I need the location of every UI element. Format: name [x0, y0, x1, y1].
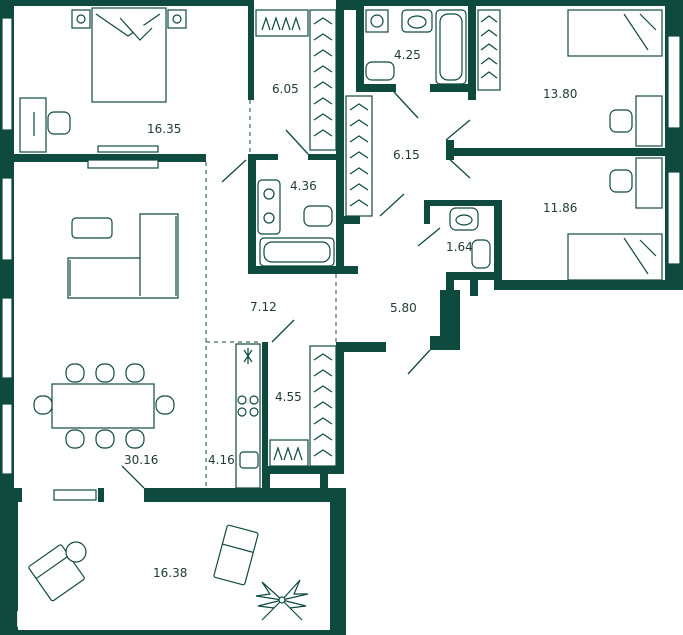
toilet-icon	[471, 239, 491, 269]
area-label-hall: 7.12	[250, 300, 277, 314]
area-label-wc: 1.64	[446, 240, 473, 254]
toilet-icon	[365, 61, 395, 81]
desk-icon	[635, 157, 663, 209]
room-labels: 16.35 6.05 4.25 13.80 6.15 4.36 11.86 1.…	[124, 48, 577, 580]
area-label-balcony: 16.38	[153, 566, 187, 580]
wardrobe-top	[255, 9, 337, 151]
area-label-wardrobe-top: 6.05	[272, 82, 299, 96]
double-sink-icon	[257, 179, 281, 235]
living-room	[33, 159, 179, 449]
bedroom-top-left	[19, 7, 187, 153]
fridge-icon	[243, 348, 253, 364]
area-label-corridor: 6.15	[393, 148, 420, 162]
bedroom-right	[567, 157, 663, 281]
doors	[121, 91, 471, 489]
kitchen	[235, 343, 261, 489]
desk-icon	[635, 95, 663, 147]
bedroom-top-right	[567, 9, 663, 147]
chair-icon	[609, 109, 633, 133]
tv-icon	[97, 145, 159, 153]
chair-icon	[609, 169, 633, 193]
area-label-bathroom-top: 4.25	[394, 48, 421, 62]
area-label-kitchen: 4.16	[208, 453, 235, 467]
wardrobe-lower	[269, 345, 337, 467]
bathroom-top	[365, 9, 501, 91]
area-label-bedroom-right: 11.86	[543, 201, 577, 215]
area-label-bedroom-top-right: 13.80	[543, 87, 577, 101]
wardrobe-hangers-icon	[309, 9, 337, 151]
area-label-bedroom-top-left: 16.35	[147, 122, 181, 136]
zone-lines	[205, 100, 337, 488]
area-label-living-room: 30.16	[124, 453, 158, 467]
area-label-hall-right: 5.80	[390, 301, 417, 315]
lounger-icon	[213, 524, 259, 586]
dining-table-icon	[51, 383, 155, 429]
wc-small	[449, 207, 491, 269]
coffee-table-icon	[71, 217, 113, 239]
desk-icon	[19, 97, 47, 153]
watermark: ДОМКЛИК	[17, 600, 123, 628]
area-label-bathroom-center: 4.36	[290, 179, 317, 193]
area-label-wardrobe-lower: 4.55	[275, 390, 302, 404]
dining-chairs	[33, 363, 175, 449]
chair-icon	[47, 111, 71, 135]
stove-icon	[237, 395, 259, 417]
plant-icon	[255, 579, 309, 621]
side-table-icon	[65, 541, 87, 563]
domclick-logo-icon	[17, 600, 43, 627]
bathroom-center	[257, 179, 335, 267]
corridor-wardrobe	[345, 95, 373, 217]
windows	[1, 17, 681, 501]
tv-stand-icon	[87, 159, 159, 169]
toilet-icon	[303, 205, 333, 227]
balcony	[28, 524, 309, 621]
watermark-text: ДОМКЛИК	[48, 612, 123, 628]
kitchen-sink-icon	[239, 451, 259, 469]
